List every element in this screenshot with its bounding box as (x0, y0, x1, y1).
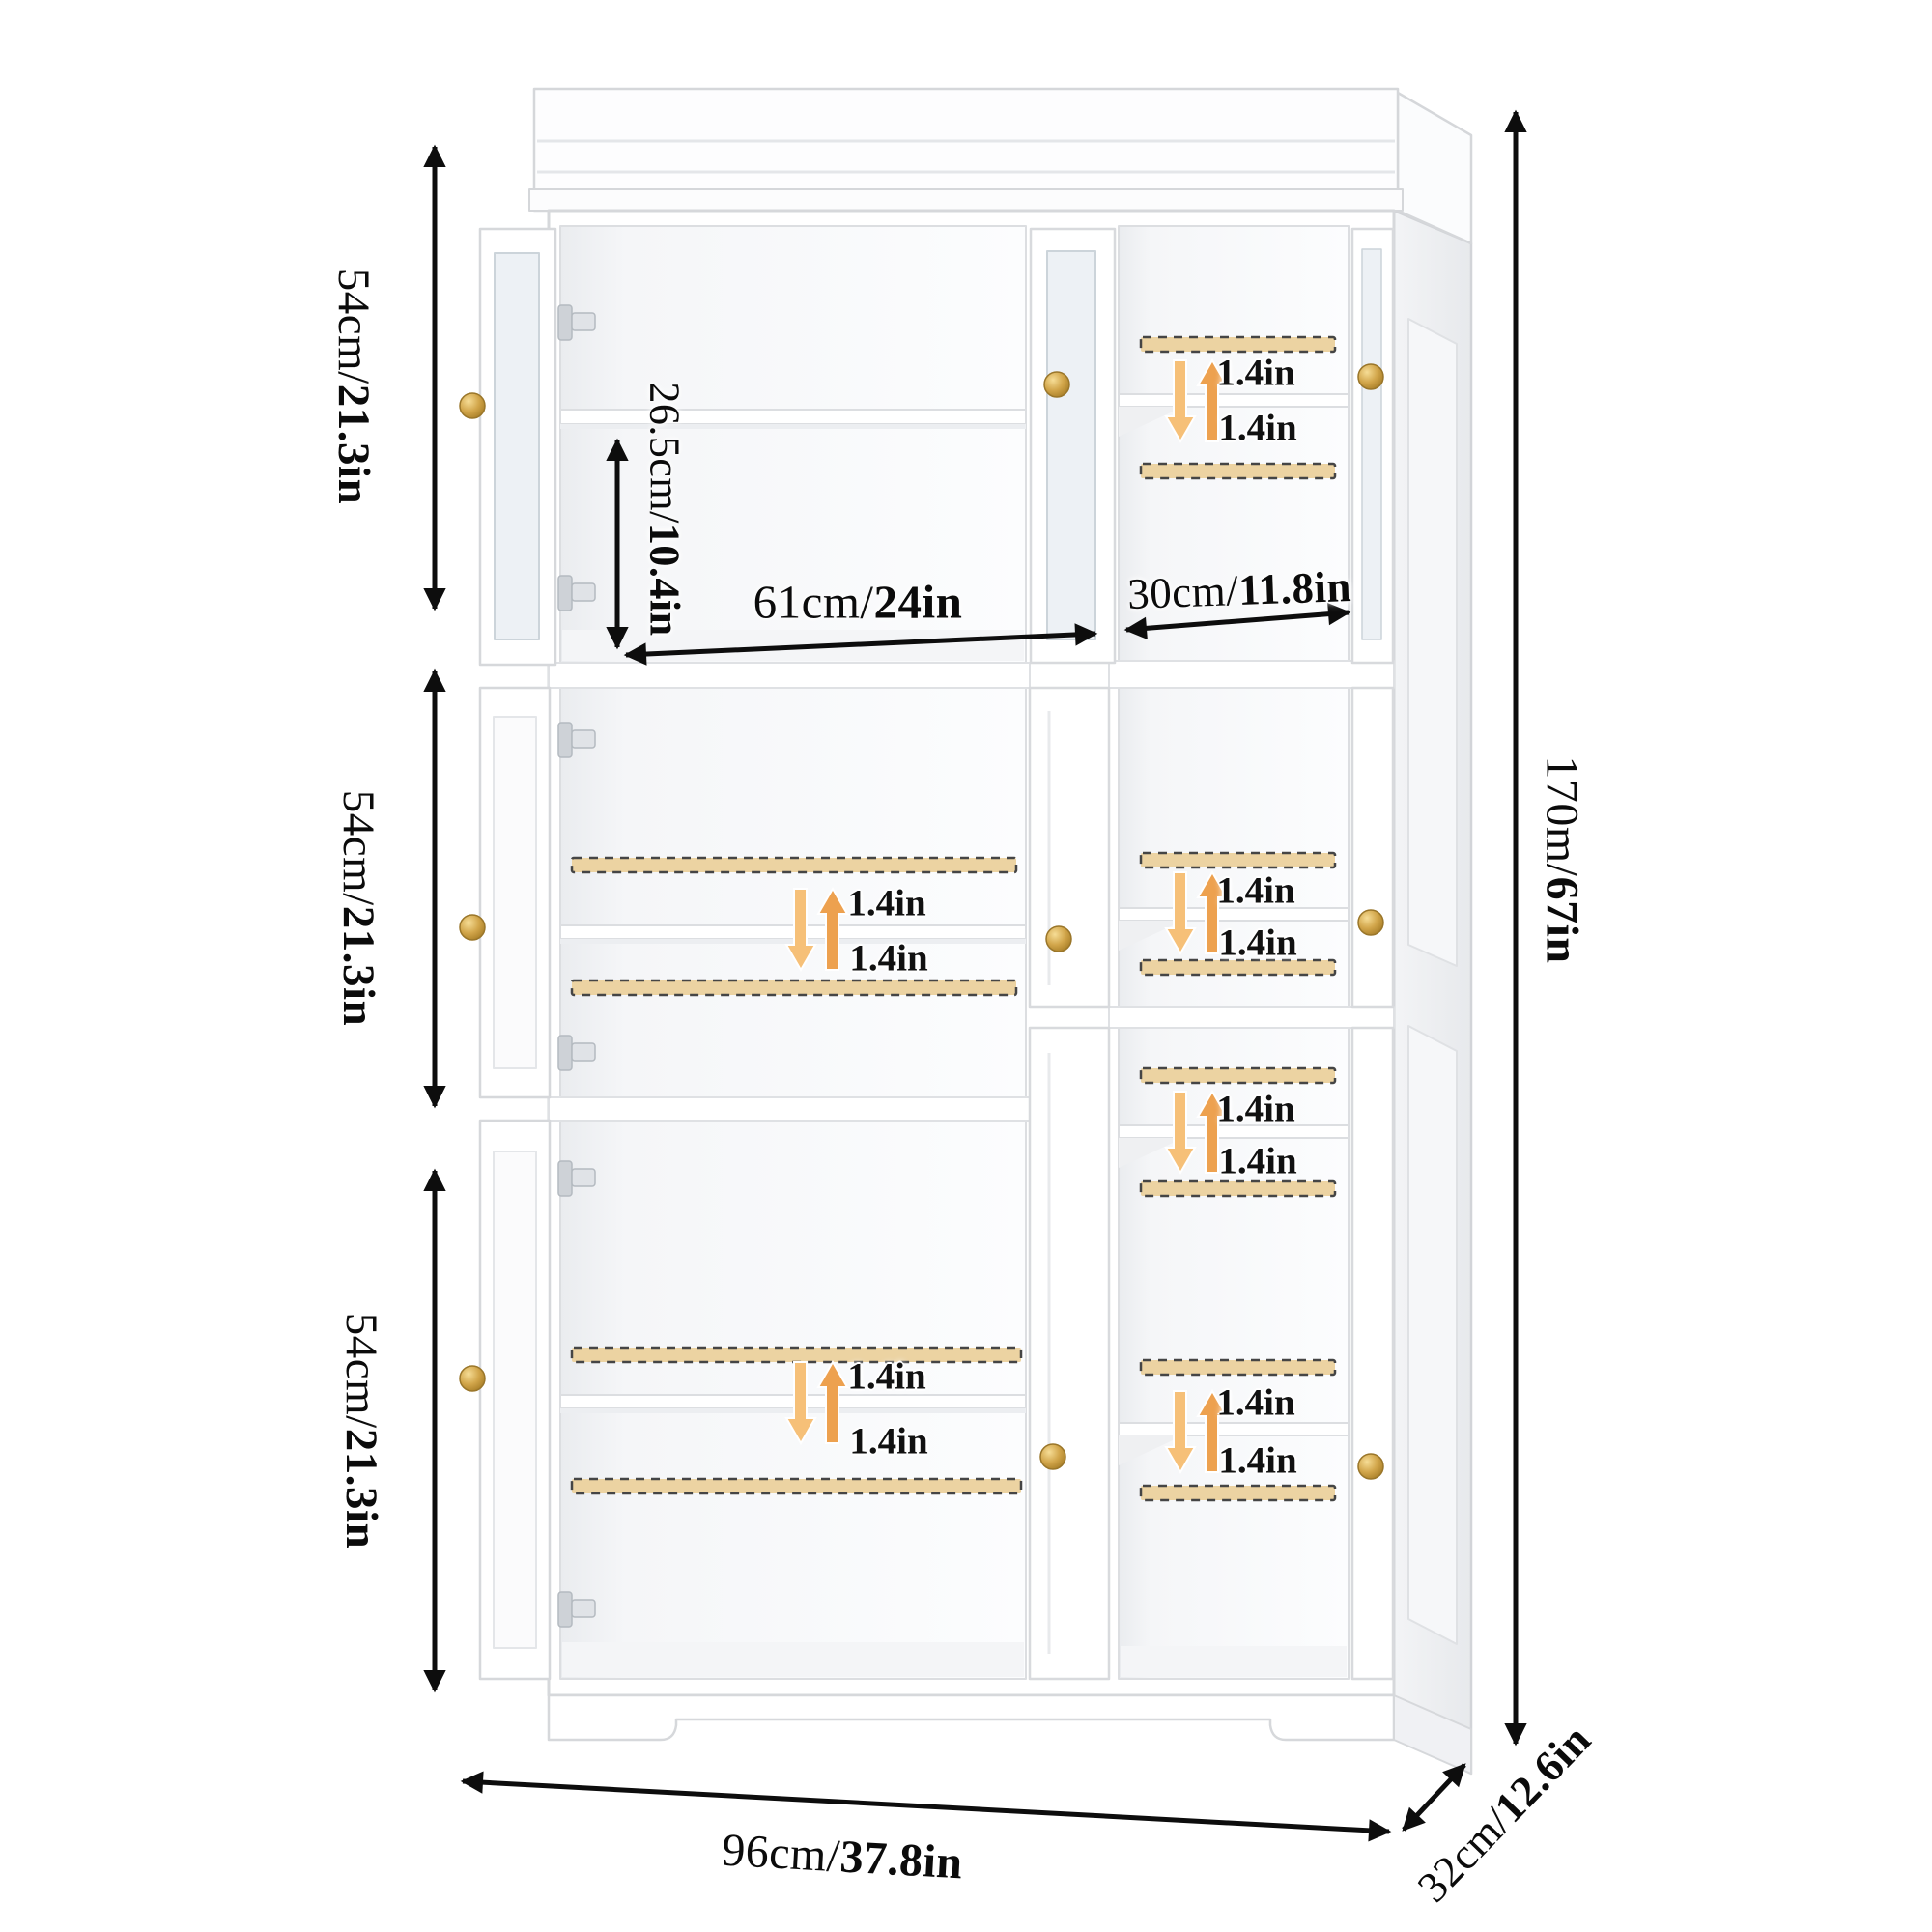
label-overall-height: 170m/67in (1536, 755, 1588, 964)
label-section-height-top: 54cm/21.3in (328, 268, 379, 505)
divider-rails (548, 660, 1395, 1122)
shelf-adjust-label: 1.4in (1218, 922, 1297, 964)
shelf-adjust-label: 1.4in (849, 1420, 928, 1463)
crown-molding (528, 87, 1473, 245)
shelf-adjust-label: 1.4in (1218, 1140, 1297, 1182)
cabinet-body (478, 87, 1473, 1776)
shelf-adjust-label: 1.4in (849, 937, 928, 980)
plinth-side (1393, 1694, 1472, 1775)
label-section-height-bottom: 54cm/21.3in (336, 1312, 386, 1549)
label-right-compartment-width: 30cm/11.8in (1126, 561, 1352, 619)
open-doors-right (1350, 227, 1395, 1681)
door-hinges (557, 304, 596, 1628)
label-section-height-middle: 54cm/21.3in (333, 789, 384, 1027)
shelf-slot-strips (570, 335, 1337, 1502)
shelf-adjust-label: 1.4in (1216, 869, 1295, 912)
plinth-base (547, 1693, 1396, 1742)
label-top-inner-height: 26.5cm/10.4in (640, 382, 689, 637)
shelf-adjust-label: 1.4in (1216, 352, 1295, 394)
shelf-adjust-label: 1.4in (847, 1355, 926, 1398)
shelf-adjust-label: 1.4in (1218, 1439, 1297, 1482)
shelf-adjust-label: 1.4in (1218, 407, 1297, 449)
shelf-adjust-label: 1.4in (1216, 1381, 1295, 1424)
shelf-adjust-label: 1.4in (847, 882, 926, 924)
door-knobs (459, 363, 1384, 1480)
label-left-compartment-width: 61cm/24in (753, 575, 963, 629)
open-doors-center (1028, 227, 1117, 1681)
dimension-arrows (423, 109, 1527, 1842)
open-doors-left (478, 227, 557, 1681)
shelf-adjust-label: 1.4in (1216, 1088, 1295, 1130)
